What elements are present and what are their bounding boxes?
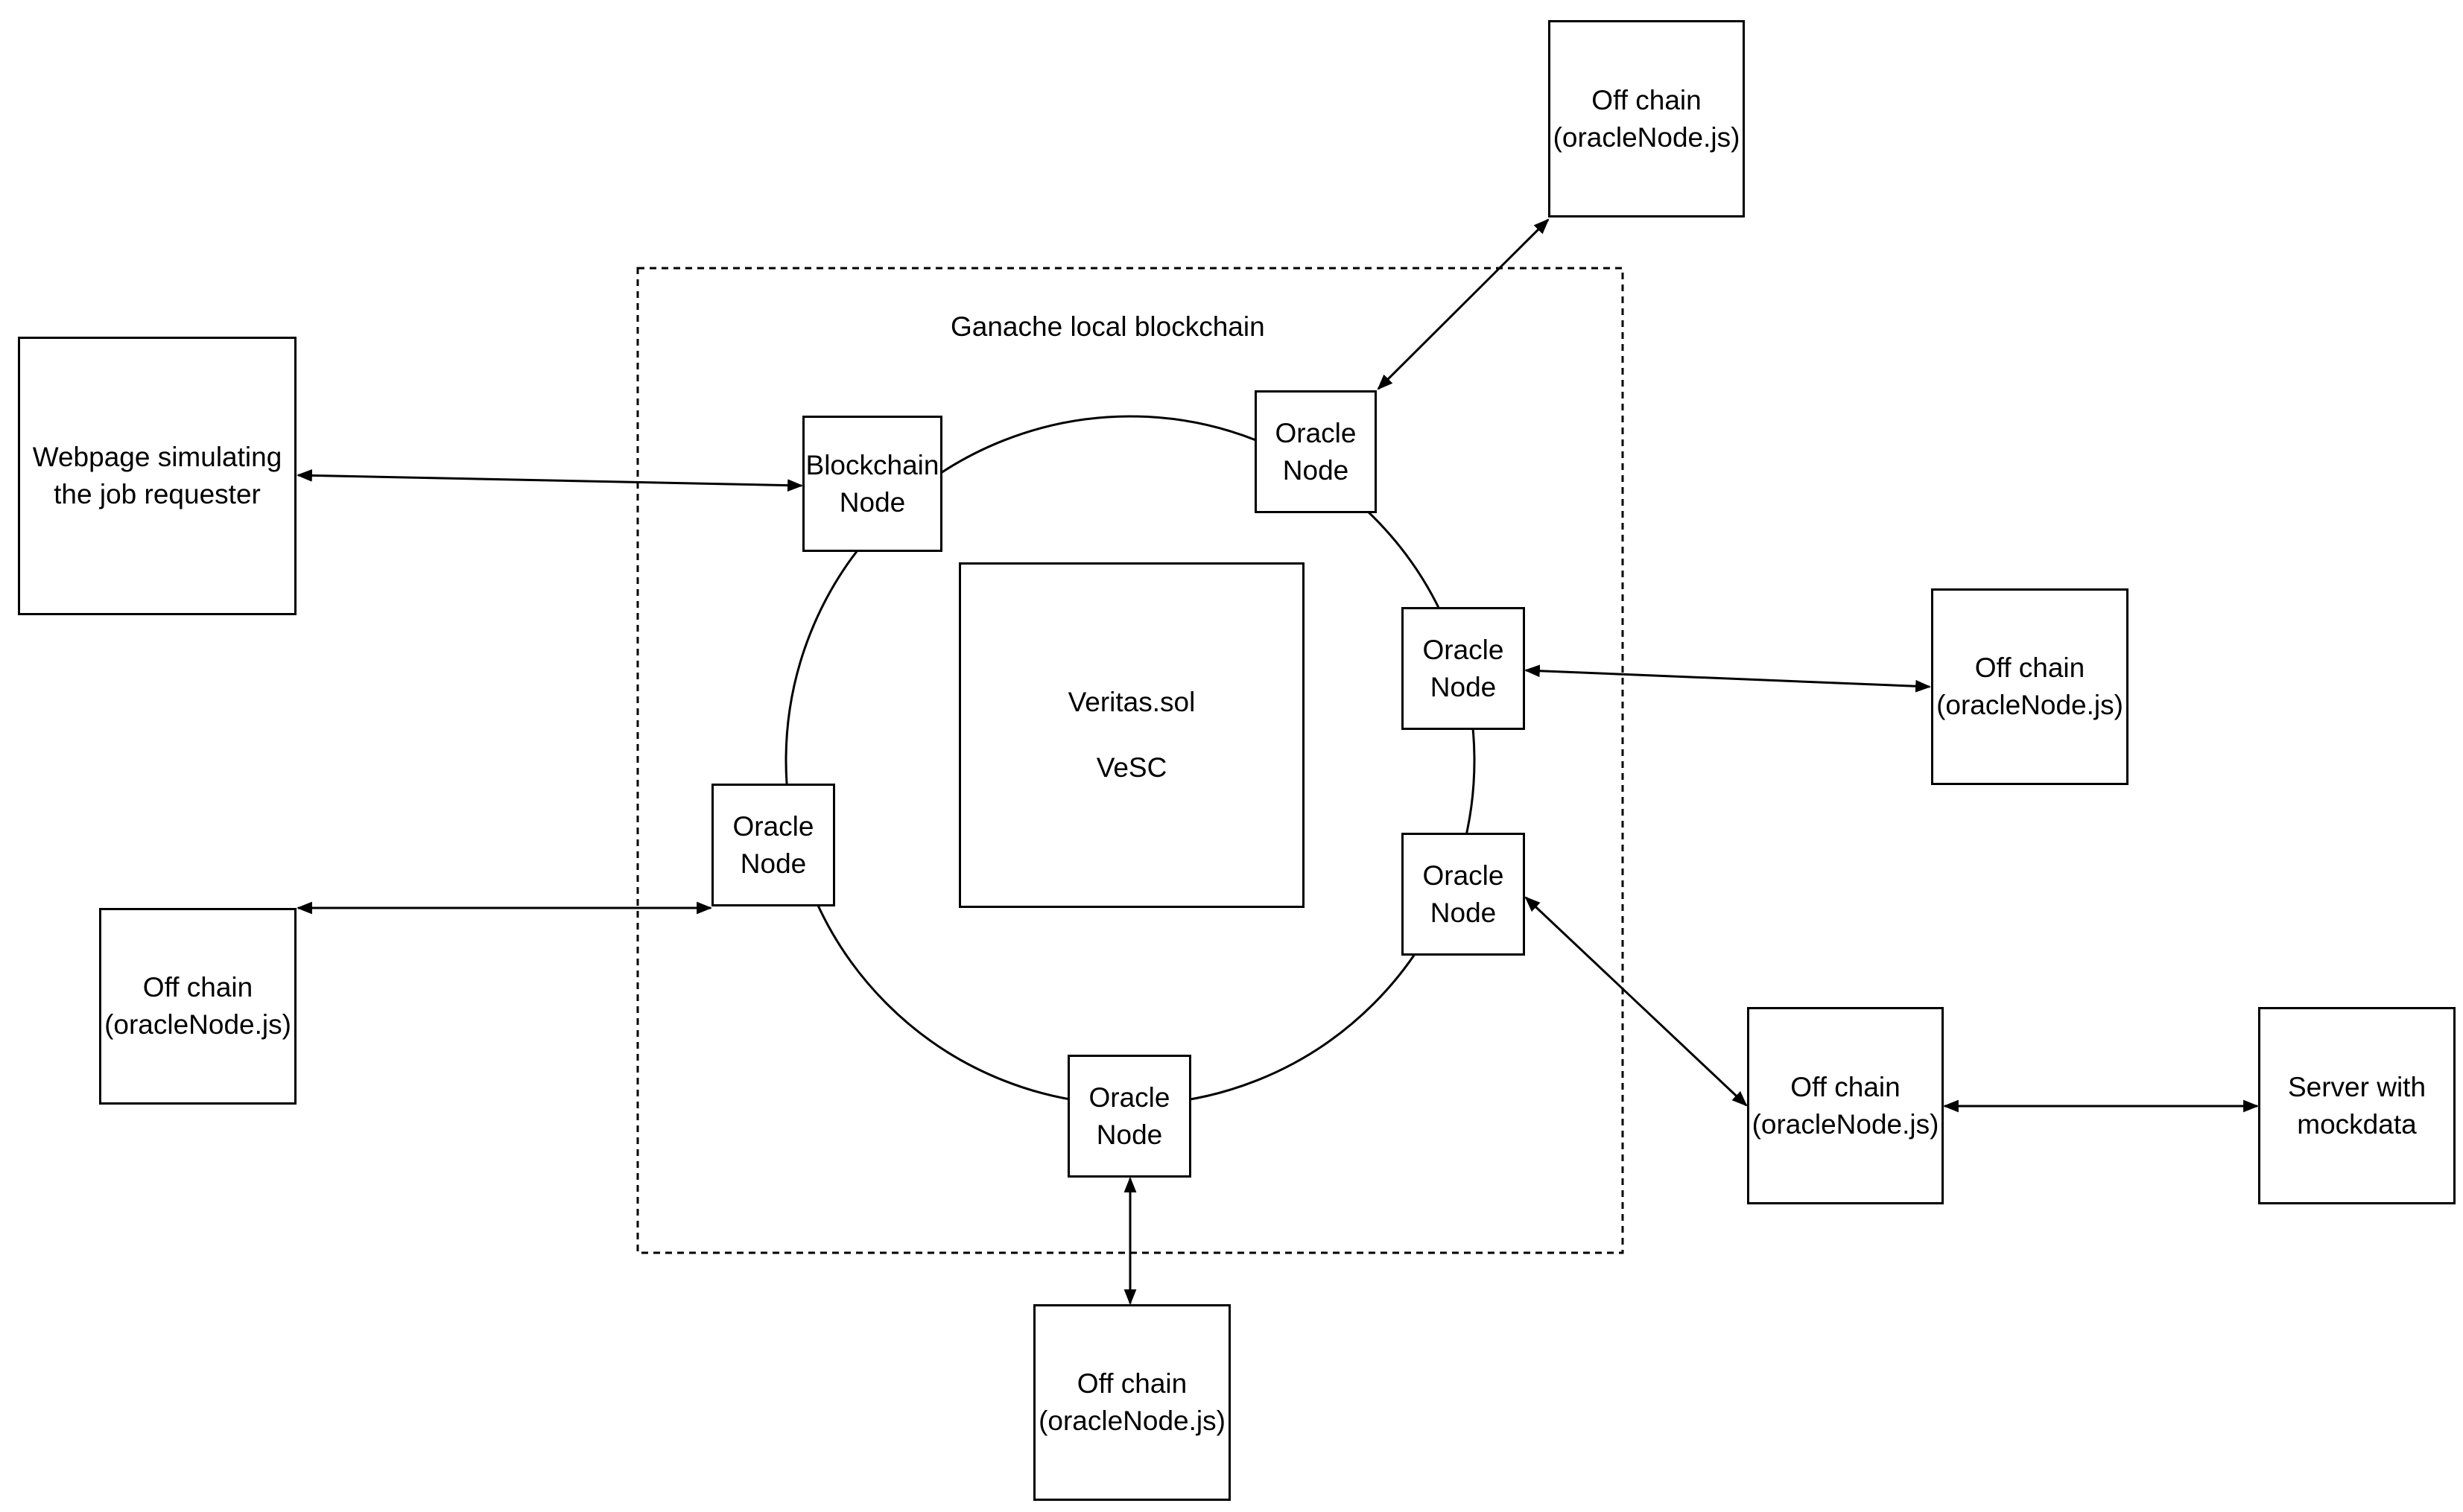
connector-oracle-lower-right-offchain	[1524, 896, 1748, 1107]
oracle-node-bottom: Oracle Node	[1068, 1055, 1191, 1178]
ganache-container-label: Ganache local blockchain	[951, 311, 1265, 342]
connector-oracle-top-offchain-top	[1377, 218, 1550, 390]
connector-requester-blockchain	[296, 468, 804, 492]
oracle-node-right: Oracle Node	[1401, 607, 1525, 730]
oracle-node-lower-right-line2: Node	[1430, 897, 1497, 928]
offchain-node-right-line2: (oracleNode.js)	[1936, 690, 2123, 720]
mockdata-server-box: Server with mockdata	[2258, 1007, 2456, 1204]
oracle-node-right-line2: Node	[1430, 671, 1497, 702]
requester-line2: the job requester	[54, 479, 261, 509]
oracle-node-lower-right-line1: Oracle	[1422, 860, 1504, 891]
offchain-node-right: Off chain (oracleNode.js)	[1931, 588, 2128, 785]
offchain-node-left-line1: Off chain	[142, 972, 253, 1003]
job-requester-webpage-box: Webpage simulating the job requester	[18, 337, 297, 615]
offchain-node-right-line1: Off chain	[1974, 652, 2085, 683]
offchain-node-lower-right-line1: Off chain	[1790, 1071, 1901, 1102]
offchain-node-bottom-line2: (oracleNode.js)	[1039, 1405, 1226, 1436]
offchain-node-top: Off chain (oracleNode.js)	[1548, 20, 1745, 217]
oracle-node-top-line2: Node	[1282, 454, 1349, 486]
oracle-node-lower-right: Oracle Node	[1401, 833, 1525, 956]
contract-filename: Veritas.sol	[1068, 687, 1196, 717]
oracle-node-left-line1: Oracle	[732, 810, 814, 842]
offchain-node-left: Off chain (oracleNode.js)	[99, 908, 297, 1105]
oracle-node-left: Oracle Node	[711, 784, 835, 906]
offchain-node-left-line2: (oracleNode.js)	[104, 1009, 291, 1040]
oracle-node-top-line1: Oracle	[1275, 417, 1357, 448]
connector-oracle-right-offchain-right	[1524, 664, 1932, 693]
oracle-node-left-line2: Node	[740, 848, 807, 879]
oracle-node-right-line1: Oracle	[1422, 634, 1504, 665]
server-line1: Server with	[2287, 1071, 2426, 1102]
veritas-contract-box: Veritas.sol VeSC	[959, 562, 1305, 908]
oracle-node-top: Oracle Node	[1255, 390, 1377, 513]
requester-line1: Webpage simulating	[32, 442, 282, 472]
blockchain-node-line2: Node	[839, 486, 906, 518]
oracle-node-bottom-line1: Oracle	[1088, 1081, 1170, 1113]
blockchain-node-line1: Blockchain	[805, 449, 939, 480]
offchain-node-lower-right: Off chain (oracleNode.js)	[1747, 1007, 1944, 1204]
server-line2: mockdata	[2297, 1108, 2417, 1140]
oracle-node-bottom-line2: Node	[1096, 1119, 1163, 1150]
offchain-node-top-line1: Off chain	[1591, 84, 1702, 115]
offchain-node-bottom: Off chain (oracleNode.js)	[1033, 1304, 1231, 1501]
offchain-node-top-line2: (oracleNode.js)	[1553, 121, 1740, 153]
offchain-node-lower-right-line2: (oracleNode.js)	[1752, 1108, 1939, 1140]
contract-name: VeSC	[1096, 752, 1167, 783]
offchain-node-bottom-line1: Off chain	[1077, 1368, 1188, 1399]
blockchain-node-box: Blockchain Node	[802, 416, 942, 552]
